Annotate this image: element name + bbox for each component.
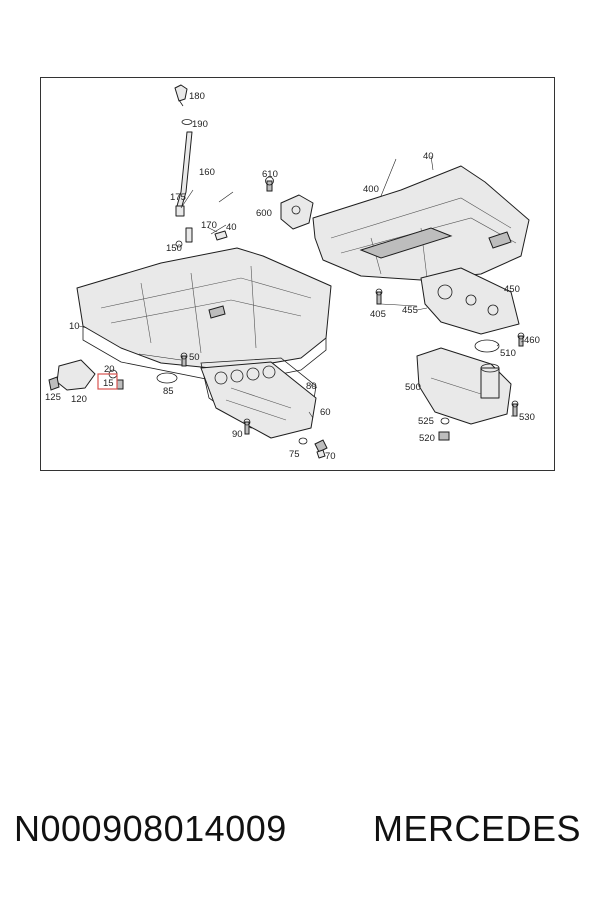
lower-pan-60: [200, 361, 317, 439]
callout-170: 170: [201, 220, 217, 231]
callout-85: 85: [163, 386, 174, 397]
callout-160: 160: [199, 167, 215, 178]
callout-460: 460: [524, 335, 540, 346]
part-number: N000908014009: [14, 808, 287, 849]
bolt-530: [511, 400, 519, 417]
callout-80: 80: [306, 381, 317, 392]
callout-600: 600: [256, 208, 272, 219]
callout-180: 180: [189, 91, 205, 102]
clip-parts: [175, 205, 228, 248]
callout-15: 15: [103, 378, 114, 389]
callout-530: 530: [519, 412, 535, 423]
leader-lines: [78, 155, 525, 419]
callout-510: 510: [500, 348, 516, 359]
drain-plug-520: [438, 417, 450, 441]
bracket-600: [265, 176, 314, 230]
callout-175: 175: [170, 192, 186, 203]
callout-10: 10: [69, 321, 80, 332]
callout-520: 520: [419, 433, 435, 444]
callout-90: 90: [232, 429, 243, 440]
highlight-box: [97, 373, 118, 390]
callout-500: 500: [405, 382, 421, 393]
callout-60: 60: [320, 407, 331, 418]
callout-610: 610: [262, 169, 278, 180]
callout-125: 125: [45, 392, 61, 403]
pickup-assembly: [48, 359, 124, 391]
callout-40-second: 40: [226, 222, 237, 233]
oil-pan-400: [312, 165, 530, 281]
o-ring-85: [156, 372, 178, 384]
exploded-parts-diagram: 180 190 160 610 600 40 400 175 170 40 15…: [45, 84, 540, 462]
diagram-frame: 180 190 160 610 600 40 400 175 170 40 15…: [40, 77, 555, 471]
bolt-405: [375, 288, 383, 305]
callout-190: 190: [192, 119, 208, 130]
seal-510: [474, 339, 500, 353]
bolt-460: [517, 332, 525, 347]
bolts: [180, 352, 251, 435]
callout-400: 400: [363, 184, 379, 195]
drain-plug-70: [298, 437, 328, 459]
callout-405: 405: [370, 309, 386, 320]
callout-70: 70: [325, 451, 336, 462]
lower-pan-500: [416, 347, 512, 425]
callout-150: 150: [166, 243, 182, 254]
callout-120: 120: [71, 394, 87, 405]
callout-75: 75: [289, 449, 300, 460]
callout-525: 525: [418, 416, 434, 427]
upper-oil-pan-10: [76, 247, 332, 385]
baffle-450: [420, 267, 520, 335]
callout-455: 455: [402, 305, 418, 316]
callout-labels: 180 190 160 610 600 40 400 175 170 40 15…: [45, 91, 540, 462]
product-footer: N000908014009 MERCEDES: [0, 808, 600, 858]
brand-name: MERCEDES: [373, 808, 582, 849]
callout-40: 40: [423, 151, 434, 162]
callout-20: 20: [104, 364, 115, 375]
callout-450: 450: [504, 284, 520, 295]
callout-50: 50: [189, 352, 200, 363]
